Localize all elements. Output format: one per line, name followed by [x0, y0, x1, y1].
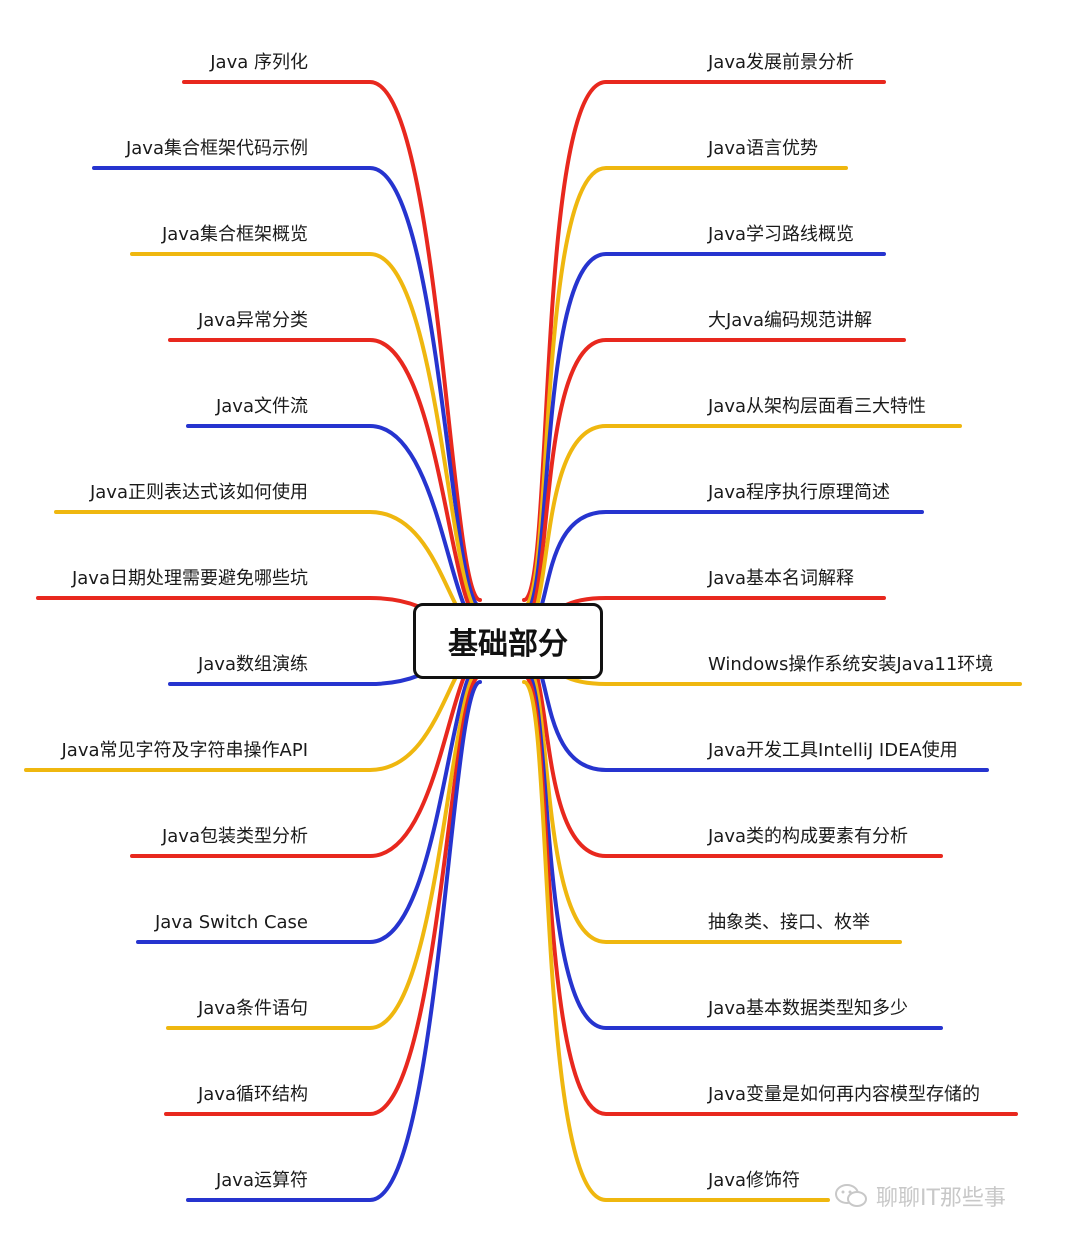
right-branch-label-5[interactable]: Java从架构层面看三大特性 — [708, 396, 927, 417]
right-branch-label-13[interactable]: Java变量是如何再内容模型存储的 — [708, 1084, 981, 1105]
watermark: 聊聊IT那些事 — [834, 1180, 1006, 1212]
left-branch-label-8[interactable]: Java数组演练 — [197, 654, 308, 675]
right-branch-link-2 — [522, 166, 848, 609]
right-branch-link-5 — [522, 424, 962, 628]
left-branch-link-2 — [92, 166, 482, 609]
right-branch-label-1[interactable]: Java发展前景分析 — [708, 52, 855, 73]
left-branch-link-3 — [130, 252, 482, 615]
left-branch-link-14 — [186, 680, 482, 1202]
left-branch-label-7[interactable]: Java日期处理需要避免哪些坑 — [71, 568, 308, 589]
right-branch-link-3 — [522, 252, 886, 615]
right-branch-label-8[interactable]: Windows操作系统安装Java11环境 — [708, 654, 994, 675]
right-branch-label-9[interactable]: Java开发工具IntelliJ IDEA使用 — [708, 740, 958, 761]
right-branch-label-11[interactable]: 抽象类、接口、枚举 — [708, 912, 870, 933]
right-branch-link-14 — [522, 680, 830, 1202]
left-branch-label-11[interactable]: Java Switch Case — [154, 912, 308, 933]
right-branch-label-10[interactable]: Java类的构成要素有分析 — [708, 826, 909, 847]
right-branch-link-12 — [522, 667, 943, 1030]
left-branch-label-12[interactable]: Java条件语句 — [197, 998, 308, 1019]
left-branch-label-1[interactable]: Java 序列化 — [210, 52, 308, 73]
right-branch-label-12[interactable]: Java基本数据类型知多少 — [708, 998, 909, 1019]
left-branch-label-5[interactable]: Java文件流 — [215, 396, 308, 417]
left-branch-link-1 — [182, 80, 482, 602]
left-branch-link-12 — [166, 667, 482, 1030]
right-branch-label-6[interactable]: Java程序执行原理简述 — [708, 482, 891, 503]
center-node-label: 基础部分 — [448, 627, 568, 662]
left-branch-label-2[interactable]: Java集合框架代码示例 — [125, 138, 308, 159]
right-branch-label-4[interactable]: 大Java编码规范讲解 — [708, 310, 873, 331]
center-node[interactable]: 基础部分 — [413, 603, 603, 679]
left-branch-label-13[interactable]: Java循环结构 — [197, 1084, 308, 1105]
right-branch-label-3[interactable]: Java学习路线概览 — [708, 224, 855, 245]
wechat-icon — [835, 1184, 867, 1207]
left-branch-label-10[interactable]: Java包装类型分析 — [161, 826, 308, 847]
left-branch-label-3[interactable]: Java集合框架概览 — [161, 224, 308, 245]
right-branch-label-2[interactable]: Java语言优势 — [708, 138, 819, 159]
watermark-text: 聊聊IT那些事 — [876, 1186, 1006, 1211]
left-branch-label-6[interactable]: Java正则表达式该如何使用 — [89, 482, 308, 503]
left-links — [24, 80, 482, 1202]
left-branch-label-4[interactable]: Java异常分类 — [197, 310, 308, 331]
left-branch-label-14[interactable]: Java运算符 — [215, 1170, 308, 1191]
left-branch-label-9[interactable]: Java常见字符及字符串操作API — [61, 740, 309, 761]
right-branch-label-14[interactable]: Java修饰符 — [708, 1170, 801, 1191]
left-branch-link-13 — [164, 673, 482, 1116]
right-branch-label-7[interactable]: Java基本名词解释 — [708, 568, 855, 589]
right-branch-link-11 — [522, 661, 902, 944]
